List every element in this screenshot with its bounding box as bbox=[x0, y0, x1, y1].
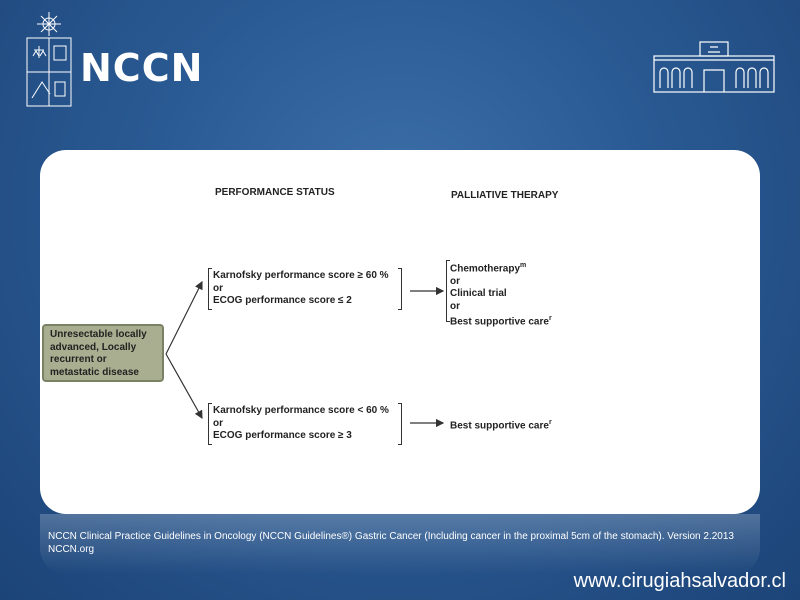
lower-therapy: Best supportive carer bbox=[450, 417, 552, 433]
therapy-or-2: or bbox=[450, 300, 460, 312]
upper-condition: Karnofsky performance score ≥ 60 % or EC… bbox=[213, 270, 389, 308]
lower-condition-line2: or bbox=[213, 417, 223, 429]
therapy-clinical-trial: Clinical trial bbox=[450, 288, 507, 300]
palliative-therapy-heading: PALLIATIVE THERAPY bbox=[451, 190, 559, 201]
upper-condition-line1: Karnofsky performance score ≥ 60 % bbox=[213, 270, 389, 281]
upper-condition-line2: or bbox=[213, 282, 223, 294]
university-seal-logo bbox=[26, 12, 72, 107]
performance-status-heading: PERFORMANCE STATUS bbox=[215, 187, 335, 198]
building-illustration bbox=[653, 41, 775, 93]
citation-footer: NCCN Clinical Practice Guidelines in Onc… bbox=[48, 531, 734, 555]
footnote-r: r bbox=[548, 315, 552, 323]
therapy-or-1: or bbox=[450, 275, 460, 287]
nccn-logo-text: NCCN bbox=[80, 46, 204, 90]
lower-footnote-r: r bbox=[548, 419, 552, 426]
website-url: www.cirugiahsalvador.cl bbox=[573, 570, 786, 592]
lower-therapy-best-supportive-care: Best supportive care bbox=[450, 420, 549, 432]
upper-condition-line3: ECOG performance score ≤ 2 bbox=[213, 295, 352, 306]
upper-therapy: Chemotherapym or Clinical trial or Best … bbox=[450, 260, 552, 329]
flowchart-card: PERFORMANCE STATUS PALLIATIVE THERAPY Un… bbox=[40, 150, 760, 514]
lower-condition: Karnofsky performance score < 60 % or EC… bbox=[213, 405, 389, 443]
therapy-best-supportive-care: Best supportive care bbox=[450, 316, 549, 328]
lower-condition-line3: ECOG performance score ≥ 3 bbox=[213, 430, 352, 441]
lower-condition-line1: Karnofsky performance score < 60 % bbox=[213, 405, 389, 416]
bracket-upper-therapy bbox=[446, 260, 450, 322]
flow-arrows bbox=[165, 280, 445, 428]
bracket-upper-left bbox=[208, 268, 212, 310]
bracket-upper-right bbox=[398, 268, 402, 310]
therapy-chemotherapy: Chemotherapy bbox=[450, 263, 521, 275]
card-reflection bbox=[40, 514, 760, 574]
bracket-lower-right bbox=[398, 403, 402, 445]
footnote-m: m bbox=[520, 262, 527, 269]
branch-arrow-lower bbox=[165, 353, 203, 420]
start-box: Unresectable locally advanced, Locally r… bbox=[42, 324, 164, 382]
branch-arrow-upper bbox=[165, 280, 203, 355]
bracket-lower-left bbox=[208, 403, 212, 445]
